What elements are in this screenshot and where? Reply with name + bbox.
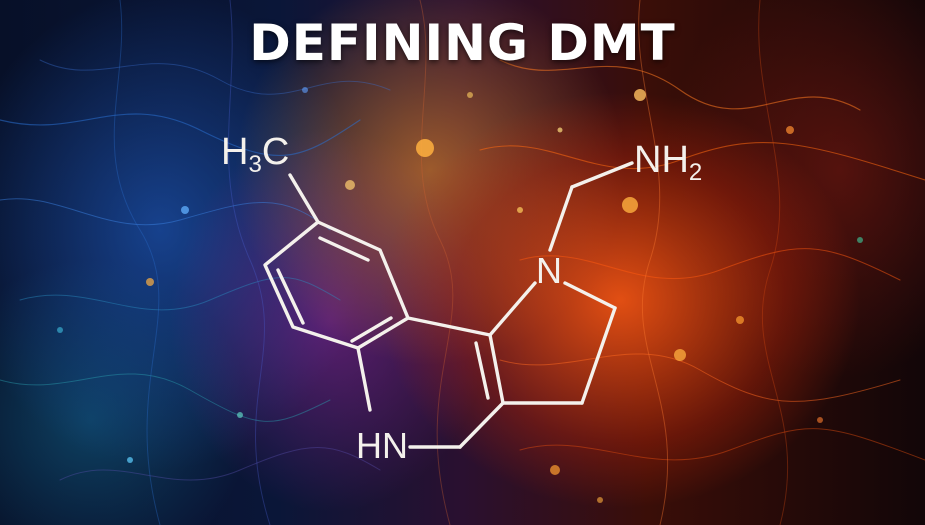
double-bond [350,316,393,343]
ring-bond [563,281,617,310]
ring-bond [570,161,634,189]
ring-bond [488,333,505,405]
amine-label: NH2 [634,139,702,186]
methyl-bond [288,173,320,224]
double-bond [474,341,490,400]
page-title: DEFINING DMT [249,14,676,72]
ring-bond [406,316,492,337]
ring-nitrogen-label: N [536,250,562,291]
ring-bond [458,401,505,449]
ring-bond [488,281,537,337]
double-bond [318,236,370,262]
hn-label: HN [356,425,408,466]
double-bond [276,268,305,325]
ring-bond [356,346,372,412]
methyl-label: H3C [221,131,289,178]
ring-bond [548,185,574,252]
ring-bond [580,306,617,405]
